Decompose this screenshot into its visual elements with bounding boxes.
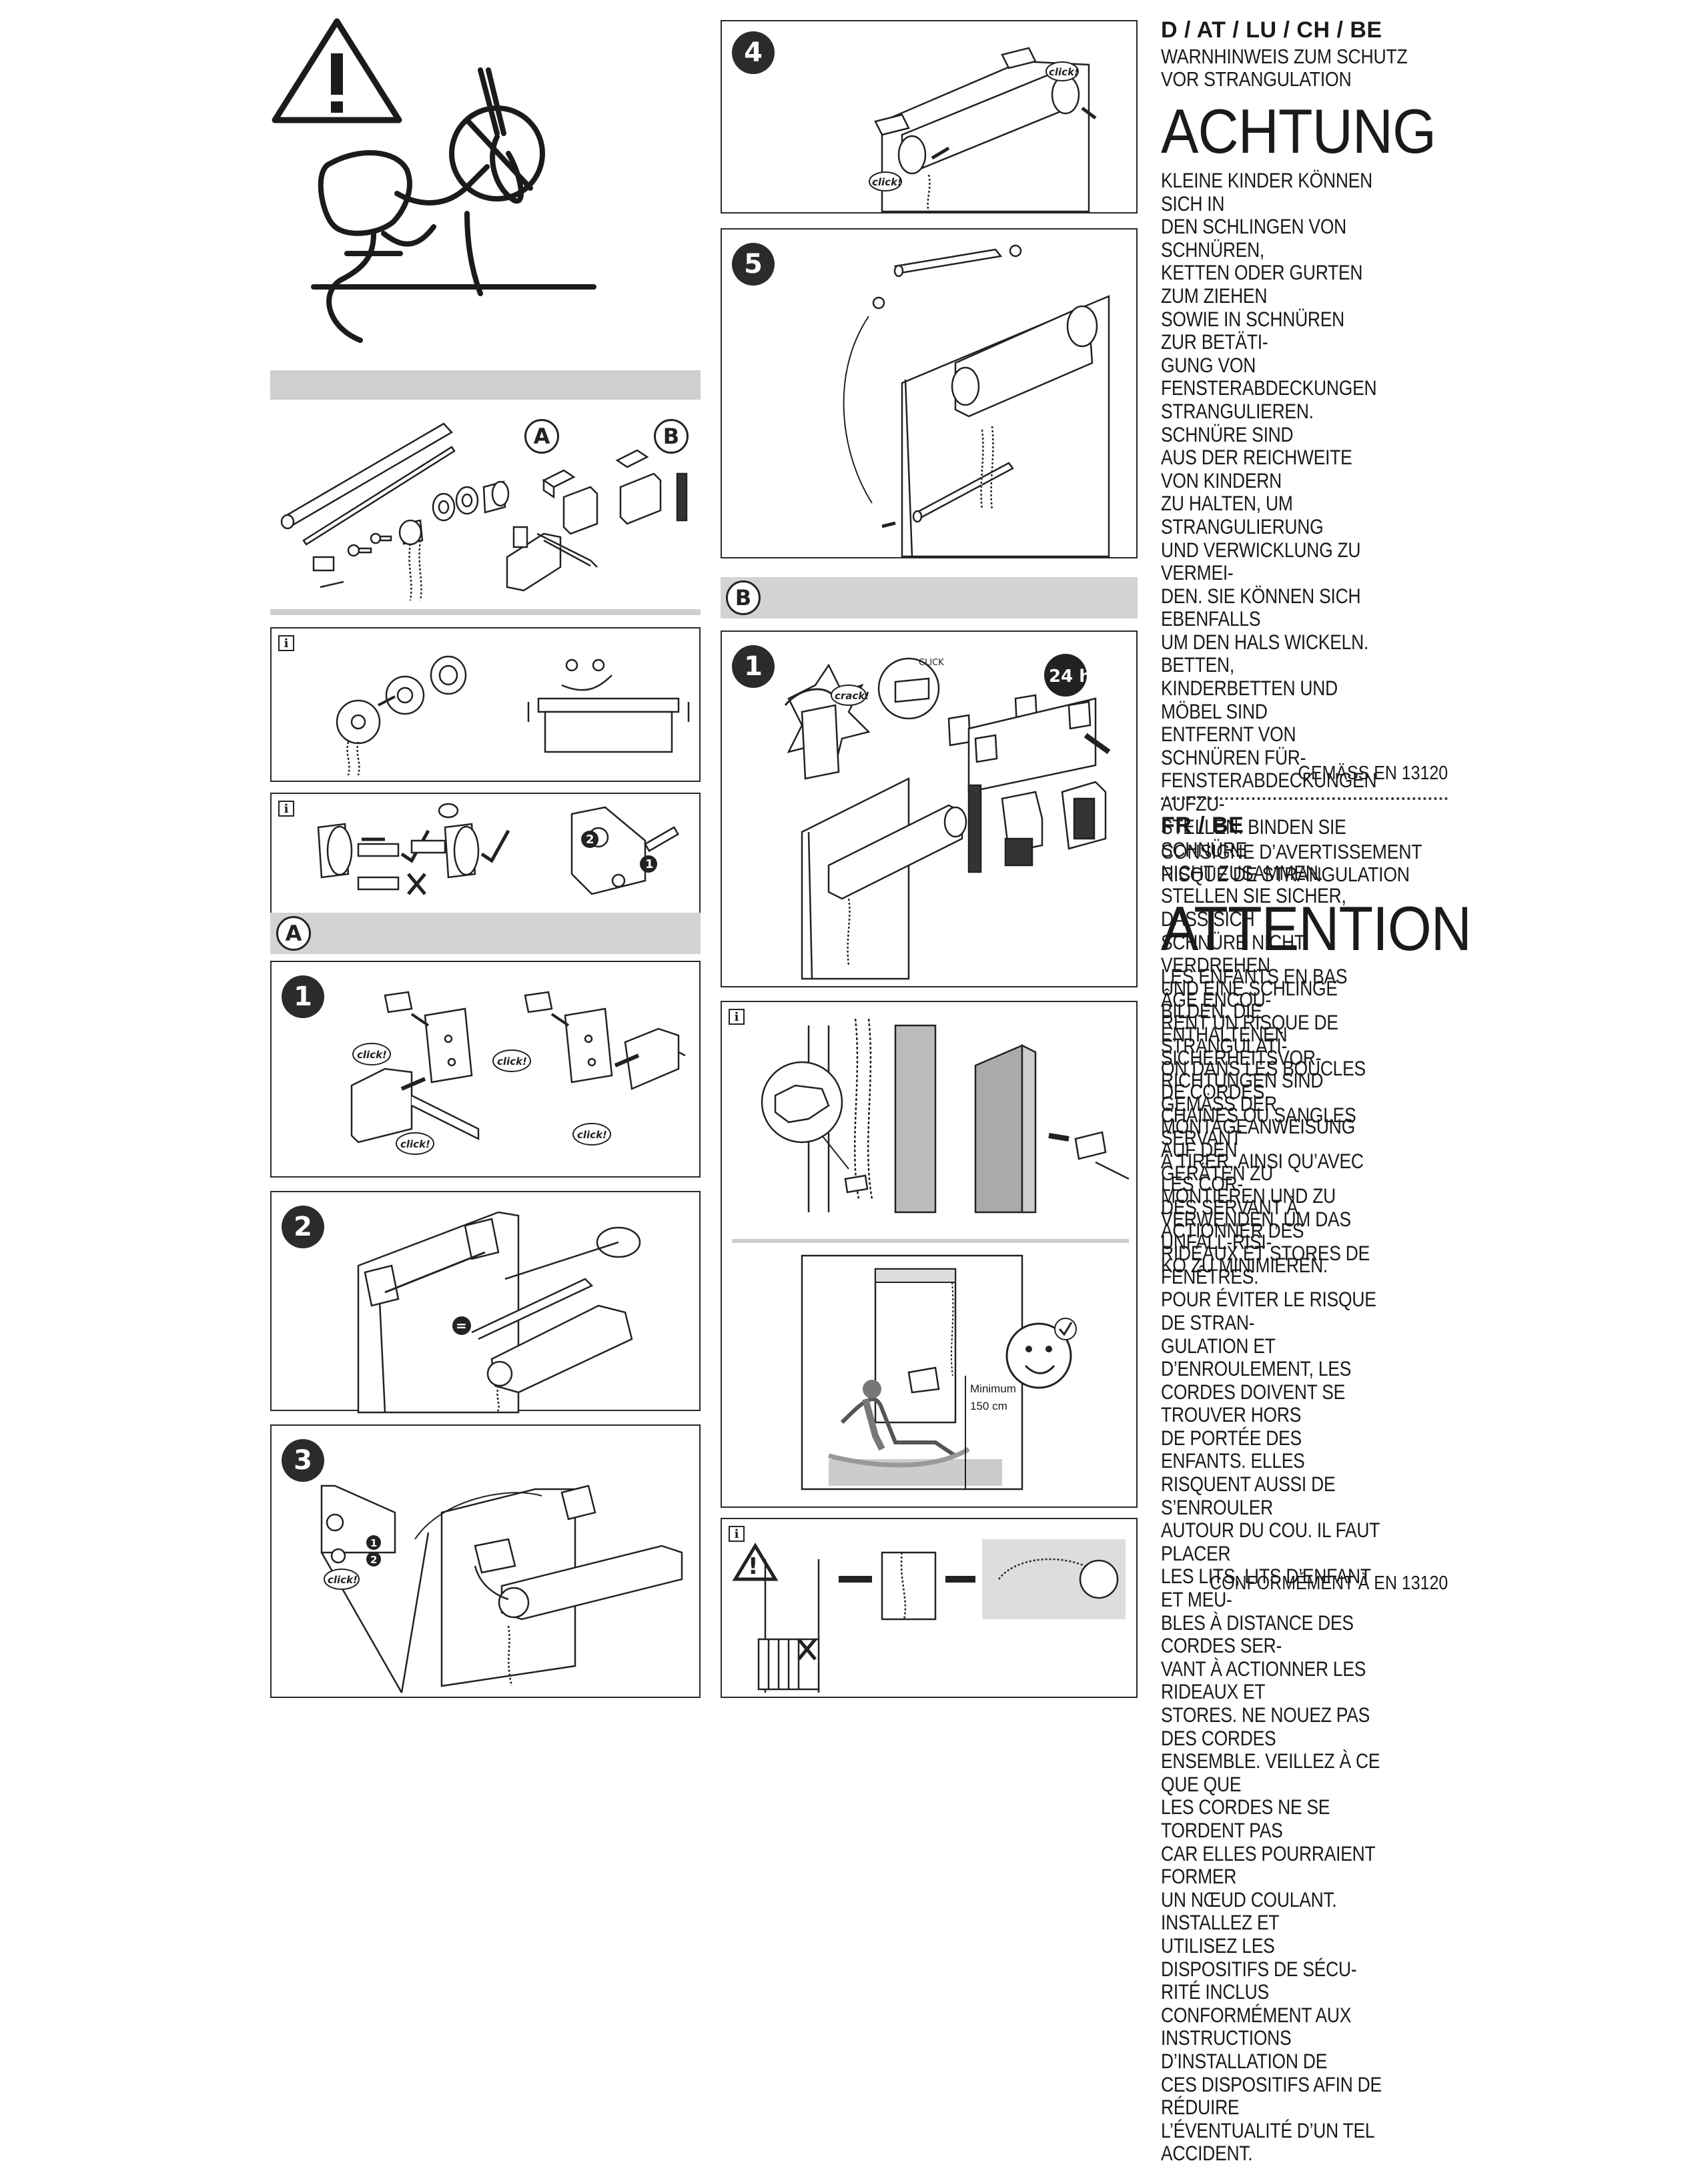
svg-text:CLICK: CLICK: [919, 658, 944, 668]
french-subtitle: CONSIGNE D’AVERTISSEMENT RISQUE DE STRAN…: [1161, 840, 1422, 886]
height-label: 150 cm: [970, 1400, 1007, 1412]
info-panel-end-caps: i: [270, 627, 701, 782]
adhesive-bracket-mounting-illustration: crack! CLICK 24 h: [784, 654, 1111, 980]
mount-roller-illustration: 1 2 click!: [320, 1484, 683, 1693]
svg-text:=: =: [456, 1318, 467, 1334]
snap-roller-into-brackets-illustration: click! click!: [869, 47, 1097, 213]
section-b-circle: B: [726, 580, 761, 615]
french-warning-text: LES ENFANTS EN BAS ÂGE ENCOU-RENT UN RIS…: [1161, 964, 1382, 2165]
french-title: ATTENTION: [1161, 893, 1472, 963]
step-number: 5: [732, 243, 775, 286]
step-number: 3: [282, 1439, 324, 1482]
info-panel-safety-separator: i !: [721, 1518, 1138, 1698]
german-standard-reference: GEMÄSS EN 13120: [1298, 763, 1448, 784]
step-a3-panel: 3 1 2 click!: [270, 1424, 701, 1698]
svg-text:click!: click!: [577, 1129, 607, 1141]
step-number: 2: [282, 1206, 324, 1248]
section-a-circle: A: [276, 916, 311, 951]
info-panel-tension-device: i Mini: [721, 1001, 1138, 1508]
french-standard-reference: CONFORMÉMENT À EN 13120: [1209, 1573, 1448, 1594]
strangulation-warning-illustration: [272, 18, 596, 343]
german-subtitle: WARNHINWEIS ZUM SCHUTZ VOR STRANGULATION: [1161, 45, 1408, 91]
bracket-orientation-illustration: 2 1: [317, 803, 680, 895]
svg-text:24 h: 24 h: [1049, 667, 1092, 687]
svg-text:!: !: [748, 1553, 759, 1580]
info-panel-divider: [732, 1239, 1129, 1243]
section-a-header: [270, 913, 701, 954]
section-a-marker: A: [524, 419, 559, 454]
step-4-panel: 4 click! click!: [721, 20, 1138, 213]
step-number: 1: [282, 975, 324, 1018]
bracket-click-assembly-illustration: click! click! click! click!: [350, 991, 686, 1155]
info-icon: i: [278, 801, 294, 817]
parts-overview-illustration: [280, 422, 688, 601]
step-number: 1: [732, 645, 775, 688]
step-number: 4: [732, 31, 775, 74]
svg-text:click!: click!: [328, 1574, 358, 1586]
svg-text:click!: click!: [872, 176, 902, 188]
step-a1-panel: 1 click! click! click! click!: [270, 961, 701, 1178]
svg-text:2: 2: [370, 1554, 377, 1566]
minimum-height-illustration: [801, 1254, 1077, 1490]
german-language-heading: D / AT / LU / CH / BE: [1161, 17, 1382, 43]
section-divider-band: [270, 370, 701, 400]
info-icon: i: [729, 1526, 745, 1542]
step-b1-panel: 1 crack! CLICK 24 h: [721, 630, 1138, 987]
language-divider: [1161, 797, 1448, 800]
parts-divider: [270, 609, 701, 615]
svg-text:1: 1: [645, 857, 654, 871]
step-a2-panel: 2 =: [270, 1191, 701, 1414]
chain-tension-device-illustration: [761, 1018, 1130, 1214]
end-cap-assembly-illustration: [336, 655, 690, 776]
info-panel-bracket-orientation: i 2 1: [270, 793, 701, 926]
svg-text:click!: click!: [497, 1055, 527, 1067]
minimum-label: Minimum: [970, 1382, 1016, 1395]
section-b-header: [721, 577, 1138, 618]
svg-text:1: 1: [370, 1537, 377, 1549]
svg-text:click!: click!: [1049, 66, 1079, 78]
chain-safety-separator-illustration: !: [732, 1539, 1126, 1693]
german-title: ACHTUNG: [1161, 96, 1436, 166]
section-b-marker: B: [654, 419, 689, 454]
info-icon: i: [278, 635, 294, 651]
french-language-heading: FR / BE: [1161, 813, 1244, 838]
install-bottom-bar-illustration: [843, 244, 1110, 558]
svg-text:click!: click!: [400, 1138, 430, 1150]
svg-text:crack!: crack!: [835, 690, 869, 702]
info-icon: i: [729, 1009, 745, 1025]
svg-text:2: 2: [586, 833, 594, 847]
step-5-panel: 5: [721, 228, 1138, 558]
svg-text:click!: click!: [357, 1049, 387, 1061]
measure-bracket-distance-illustration: =: [357, 1211, 641, 1414]
